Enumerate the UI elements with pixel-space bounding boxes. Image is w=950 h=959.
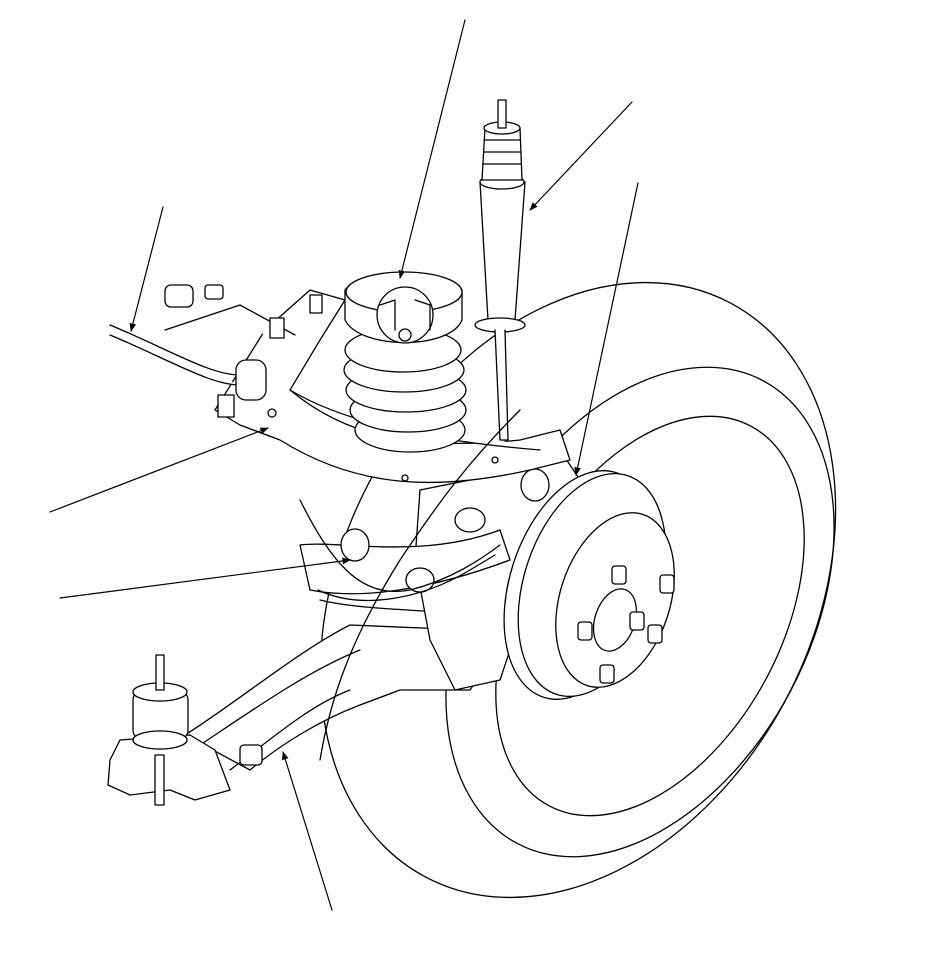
leader-line [530,102,632,211]
shock-absorber [475,100,525,440]
bushing-bracket [108,655,262,805]
brake-disc-hub [477,451,695,719]
leader-lines [50,20,638,910]
leader-line [398,20,465,279]
leader-line [50,428,269,512]
leader-line [129,207,163,332]
coil-spring [344,272,466,452]
leader-line [282,751,332,910]
knuckle [300,450,580,690]
brake-hose [300,410,520,760]
leader-line [574,183,638,476]
leader-line [60,557,351,598]
stabilizer [110,285,322,417]
